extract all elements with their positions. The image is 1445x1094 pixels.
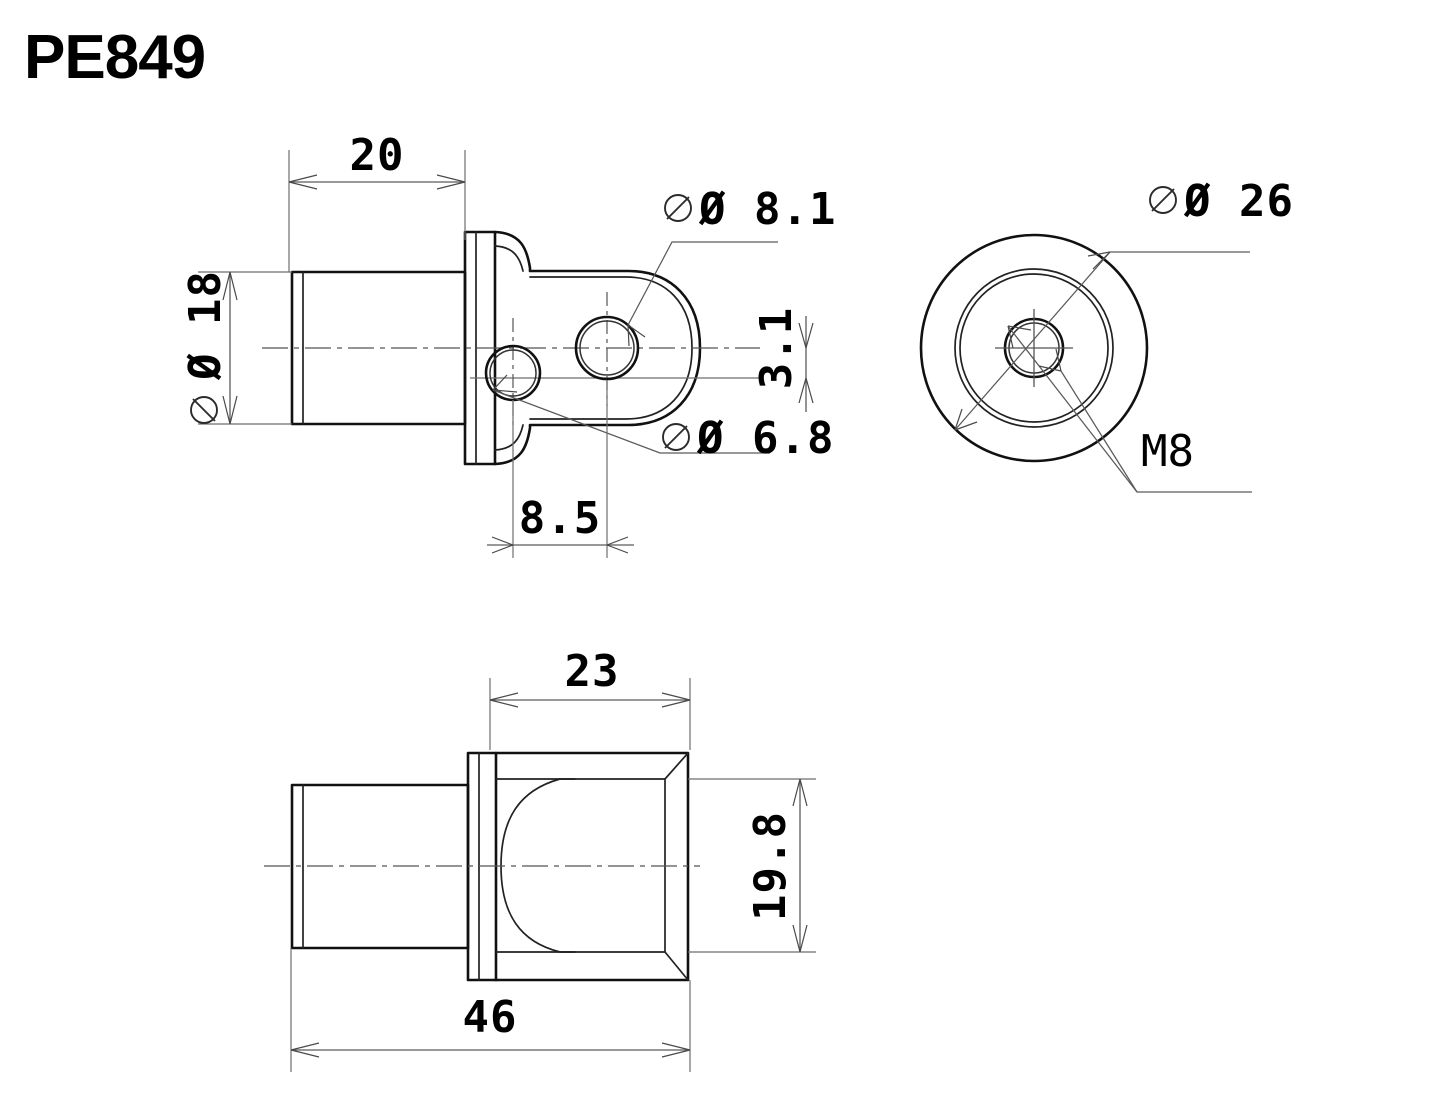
dimension-label-6-8: Ø 6.8: [696, 413, 834, 464]
dimension-shaft-length-20: 20: [288, 130, 466, 272]
dimension-label-8-1: Ø 8.1: [698, 184, 836, 235]
side-section-view: 20 Ø 18 Ø 8.1: [180, 130, 836, 558]
dimension-label-18: Ø 18: [180, 270, 231, 381]
upper-bore-hole: [574, 315, 640, 381]
page-title: PE849: [24, 23, 205, 92]
dimension-label-20: 20: [350, 130, 405, 181]
dimension-label-46: 46: [463, 992, 518, 1043]
callout-thread-m8: M8: [1007, 325, 1252, 493]
front-view-mid-circle-outer: [954, 268, 1114, 428]
dia-26-text-group: Ø 26: [1149, 176, 1294, 227]
dimension-shaft-diameter-18: Ø 18: [180, 270, 292, 425]
plan-view: 23 19.8 46: [264, 646, 816, 1072]
front-view-mid-circle-inner: [959, 273, 1109, 423]
dimension-clamp-length-23: 23: [489, 646, 691, 750]
dimension-label-26: Ø 26: [1183, 176, 1294, 227]
dia-8-1-text-group: Ø 8.1: [664, 184, 836, 235]
dimension-overall-length-46: 46: [290, 948, 691, 1072]
dimension-label-3-1: 3.1: [751, 307, 802, 389]
dimension-label-23: 23: [565, 646, 620, 697]
front-view-center-crosshair: [995, 309, 1073, 387]
dia-6-8-text-group: Ø 6.8: [662, 413, 834, 464]
dimension-clamp-width-19-8: 19.8: [688, 778, 816, 953]
front-end-view: Ø 26 M8: [919, 176, 1294, 493]
callout-upper-hole-8-1: Ø 8.1: [627, 184, 836, 347]
dimension-hole-offset-3-1: 3.1: [751, 307, 814, 412]
front-view-outer-circle: [919, 233, 1149, 463]
dimension-label-m8: M8: [1141, 426, 1194, 477]
dimension-label-8-5: 8.5: [519, 493, 601, 544]
callout-outer-diameter-26: Ø 26: [954, 176, 1294, 431]
callout-lower-hole-6-8: Ø 6.8: [492, 374, 834, 464]
dimension-label-19-8: 19.8: [745, 811, 796, 921]
dimension-hole-spacing-8-5: 8.5: [487, 380, 634, 558]
